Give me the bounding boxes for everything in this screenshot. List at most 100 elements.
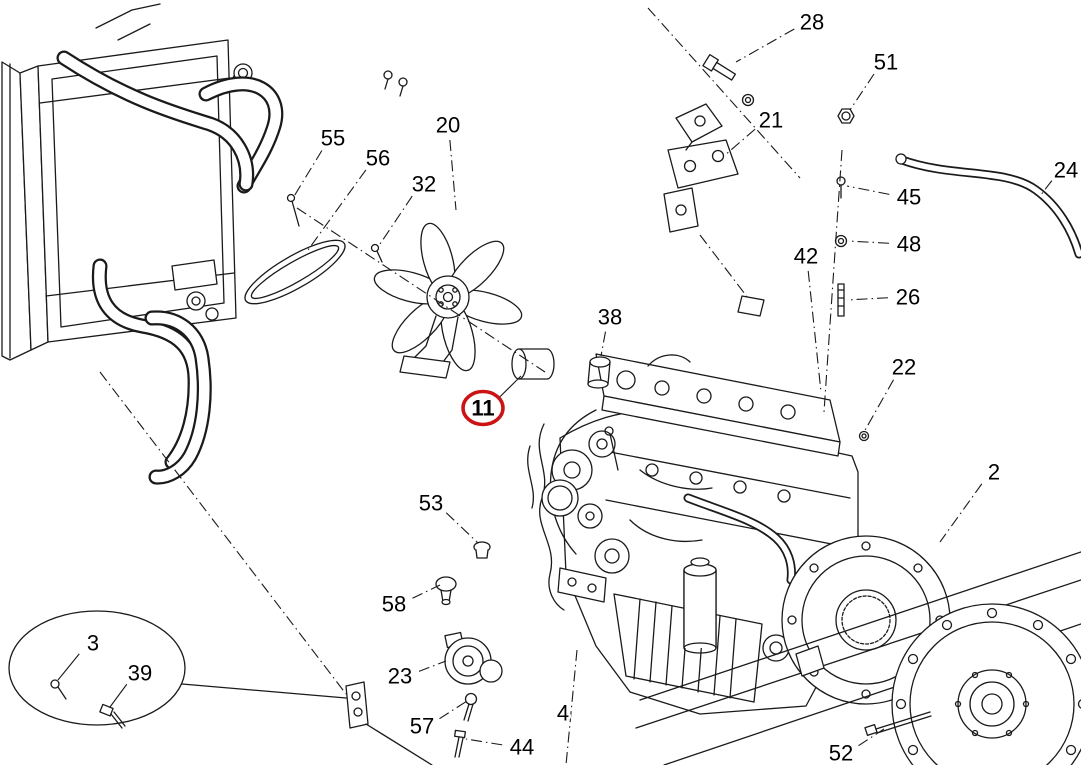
leader-line-39 (109, 683, 128, 708)
callout-layer: 2851214548264222224555632203811535823574… (84, 7, 1080, 765)
bolt-32 (370, 243, 383, 263)
callout-11: 11 (471, 396, 494, 421)
leader-line-22 (863, 379, 894, 433)
sensor-38 (587, 356, 611, 389)
callout-2: 2 (988, 460, 1000, 485)
tensioner (577, 503, 603, 529)
engine-lift-eye (737, 295, 765, 317)
construction-line (699, 234, 749, 299)
crank-pulley (594, 538, 630, 574)
dipstick (604, 426, 614, 436)
leader-line-20 (449, 139, 457, 211)
leader-line-48 (847, 240, 890, 244)
leader-line-32 (377, 195, 413, 248)
fan-belt (244, 239, 346, 305)
callout-55: 55 (321, 126, 345, 151)
nut-51 (837, 108, 855, 124)
highlight-ring (461, 389, 505, 427)
callout-45: 45 (897, 185, 921, 210)
callout-56: 56 (366, 146, 390, 171)
fuel-filter (541, 479, 579, 517)
stud-26 (837, 283, 845, 317)
callout-28: 28 (800, 10, 824, 35)
front-cover (549, 409, 597, 555)
construction-line (99, 371, 347, 695)
callout-51: 51 (874, 50, 898, 75)
wiring-harness (538, 423, 565, 611)
engine-mount (557, 567, 607, 603)
water-pump (588, 430, 616, 458)
leader-line-58 (412, 584, 441, 599)
callout-42: 42 (794, 244, 818, 269)
gear-pump-23 (444, 631, 503, 685)
fan-bracket (399, 355, 451, 379)
oil-filler-cap (616, 370, 636, 390)
bolt-57 (463, 692, 478, 722)
callout-20: 20 (436, 113, 460, 138)
engine-assembly (527, 295, 870, 715)
callout-52: 52 (829, 741, 853, 765)
leader-line-2 (939, 483, 983, 543)
lifting-bracket-21 (663, 103, 739, 233)
callout-24: 24 (1054, 158, 1078, 183)
callout-23: 23 (388, 664, 412, 689)
leader-line-21 (723, 128, 756, 157)
callout-57: 57 (410, 714, 434, 739)
radiator-cap (186, 291, 206, 311)
leader-line-28 (735, 28, 795, 63)
nut-22 (858, 430, 870, 442)
leader-line-44 (465, 738, 503, 746)
leader-line-3 (57, 653, 80, 681)
callout-44: 44 (510, 735, 534, 760)
leader-line-51 (849, 73, 875, 111)
leader-line-42 (807, 270, 822, 393)
construction-line (296, 207, 546, 373)
leader-line-55 (292, 150, 323, 199)
washer-48 (834, 234, 848, 248)
leader-lines (57, 7, 1053, 765)
bolt-55 (286, 193, 300, 227)
grommet-58 (435, 576, 457, 606)
construction-line (647, 7, 801, 179)
callout-21: 21 (759, 108, 783, 133)
radiator-bracket (171, 259, 218, 291)
leader-line-52 (858, 728, 885, 747)
leader-line-24 (1039, 180, 1053, 197)
callout-58: 58 (382, 592, 406, 617)
callout-22: 22 (892, 355, 916, 380)
bolt-52 (864, 711, 932, 736)
cooling-fan (373, 222, 523, 379)
leader-line-38 (600, 331, 607, 357)
callout-3: 3 (87, 631, 99, 656)
screw-39 (99, 703, 126, 729)
flywheel (891, 603, 1081, 765)
bolt-44 (453, 729, 467, 758)
construction-line (823, 149, 843, 413)
mount-bracket-small (345, 681, 433, 765)
leader-line-56 (307, 169, 367, 251)
diagram-artwork (1, 3, 1081, 765)
bolt-28 (702, 53, 737, 81)
bolt-45 (836, 176, 846, 199)
cap-53 (473, 541, 491, 559)
small-screw-pair (383, 70, 408, 97)
tube-24 (895, 153, 1081, 259)
leader-line-11 (497, 375, 522, 399)
callout-53: 53 (419, 491, 443, 516)
leader-line-23 (418, 660, 447, 672)
screw-3 (50, 679, 67, 700)
detail-connector-line (181, 683, 347, 699)
leader-line-53 (445, 512, 479, 544)
leader-line-26 (846, 297, 889, 301)
callout-4: 4 (557, 701, 569, 726)
callout-48: 48 (897, 232, 921, 257)
callout-38: 38 (598, 305, 622, 330)
radiator (1, 3, 253, 361)
detail-callout-ellipse (8, 610, 347, 729)
callout-32: 32 (412, 172, 436, 197)
leader-line-57 (439, 700, 468, 720)
leader-line-45 (846, 185, 890, 195)
radiator-hoses (56, 50, 284, 485)
